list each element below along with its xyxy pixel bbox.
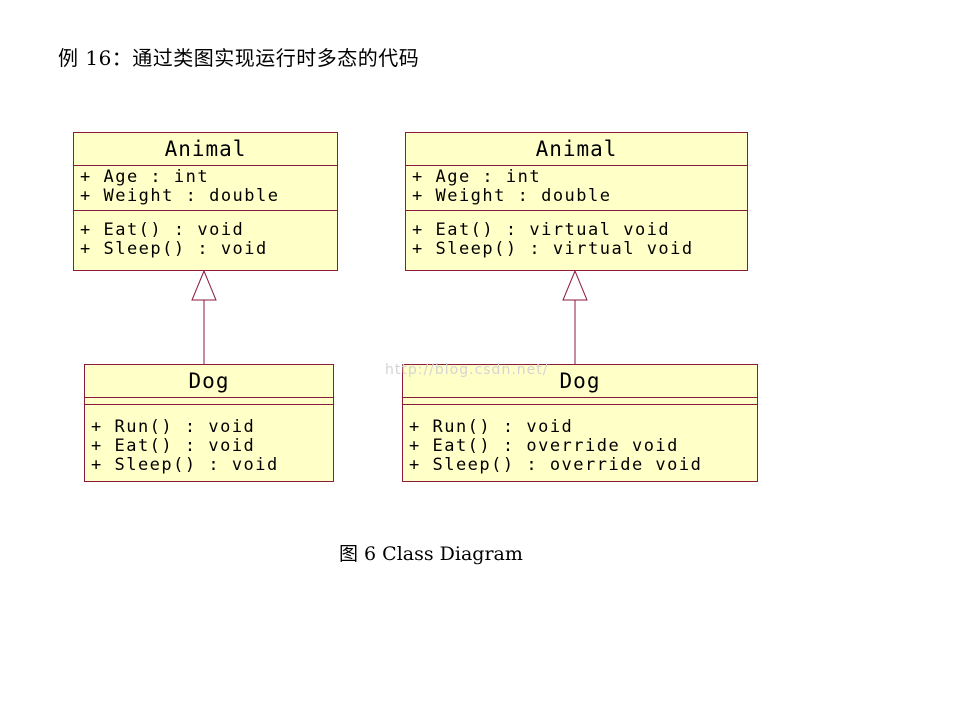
class-name: Animal bbox=[406, 133, 747, 166]
class-name: Animal bbox=[74, 133, 337, 166]
attribute-compartment: + Age : int + Weight : double bbox=[74, 166, 337, 211]
operation-compartment: + Eat() : void + Sleep() : void bbox=[74, 211, 337, 259]
operation: + Sleep() : virtual void bbox=[412, 239, 694, 259]
page-heading: 例 16：通过类图实现运行时多态的代码 bbox=[58, 46, 420, 70]
operation-compartment: + Run() : void + Eat() : void + Sleep() … bbox=[85, 405, 333, 475]
attribute-compartment bbox=[403, 398, 757, 405]
operation: + Sleep() : void bbox=[80, 239, 268, 259]
class-animal-left: Animal + Age : int + Weight : double + E… bbox=[73, 132, 338, 271]
operation: + Eat() : void bbox=[91, 436, 256, 456]
class-animal-right: Animal + Age : int + Weight : double + E… bbox=[405, 132, 748, 271]
class-name: Dog bbox=[403, 365, 757, 398]
operation: + Sleep() : override void bbox=[409, 455, 703, 475]
attribute: + Weight : double bbox=[412, 186, 612, 206]
class-name: Dog bbox=[85, 365, 333, 398]
operation: + Run() : void bbox=[409, 417, 574, 437]
attribute-compartment: + Age : int + Weight : double bbox=[406, 166, 747, 211]
operation: + Run() : void bbox=[91, 417, 256, 437]
inheritance-arrow-right bbox=[562, 269, 588, 364]
figure-caption: 图 6 Class Diagram bbox=[339, 543, 523, 565]
attribute: + Weight : double bbox=[80, 186, 280, 206]
class-dog-left: Dog + Run() : void + Eat() : void + Slee… bbox=[84, 364, 334, 482]
operation: + Eat() : override void bbox=[409, 436, 679, 456]
attribute-compartment bbox=[85, 398, 333, 405]
operation: + Sleep() : void bbox=[91, 455, 279, 475]
operation: + Eat() : virtual void bbox=[412, 220, 671, 240]
attribute: + Age : int bbox=[412, 167, 542, 187]
operation-compartment: + Eat() : virtual void + Sleep() : virtu… bbox=[406, 211, 747, 259]
watermark-text: http://blog.csdn.net/ bbox=[385, 362, 549, 378]
operation-compartment: + Run() : void + Eat() : override void +… bbox=[403, 405, 757, 475]
operation: + Eat() : void bbox=[80, 220, 245, 240]
attribute: + Age : int bbox=[80, 167, 210, 187]
inheritance-arrow-left bbox=[191, 269, 217, 364]
class-dog-right: Dog + Run() : void + Eat() : override vo… bbox=[402, 364, 758, 482]
